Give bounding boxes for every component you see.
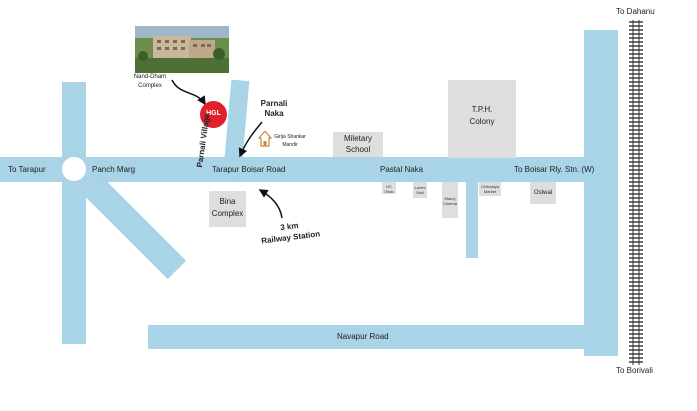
panch-marg-roundabout	[62, 157, 86, 181]
bina-complex-label: Bina Complex	[211, 197, 244, 218]
small-block-chitralaya	[479, 182, 501, 196]
pastal-naka-label: Pastal Naka	[380, 165, 424, 174]
military-school-label: Miletary School	[343, 134, 372, 154]
navapur-road-label: Navapur Road	[337, 332, 389, 341]
bina-complex-block	[209, 191, 246, 227]
ostwal-label: Ostwal	[533, 190, 553, 196]
location-marker-icon[interactable]	[200, 101, 227, 128]
parnali-naka-label: Parnali Naka	[260, 99, 288, 118]
panch-marg-label: Panch Marg	[92, 165, 136, 174]
railway-track	[629, 20, 643, 365]
parnali-naka-arrow	[238, 121, 263, 158]
nand-dham-label: Nand-Dham Complex	[133, 74, 167, 89]
small-c-label: Manoj Cinema	[443, 196, 457, 206]
panch-marg-vertical-road	[62, 82, 86, 344]
small-block-c	[442, 182, 458, 218]
building-photo	[135, 26, 229, 73]
chitralaya-label: Chitralaya Market	[480, 184, 499, 194]
small-block-a	[382, 182, 396, 194]
tph-colony-label: T.P.H. Colony	[469, 105, 495, 126]
military-school-block	[333, 132, 383, 157]
nand-dham-arrow	[171, 79, 206, 106]
boisar-vertical-road	[584, 30, 618, 356]
navapur-road	[148, 325, 618, 349]
ostwal-block	[530, 182, 556, 204]
to-boisar-rly-label: To Boisar Rly. Stn. (W)	[514, 165, 595, 174]
to-dahanu-label: To Dahanu	[616, 7, 655, 16]
girija-mandir-label: Girija Shankar Mandir	[274, 134, 306, 148]
hgl-marker-label: HGL	[206, 110, 221, 117]
pastal-naka-side-road	[466, 170, 478, 258]
small-b-label: Laxmi Mall	[414, 185, 426, 195]
temple-icon	[258, 131, 272, 147]
to-borivali-label: To Borivali	[616, 366, 653, 375]
to-tarapur-label: To Tarapur	[8, 165, 46, 174]
tph-colony-block	[448, 80, 516, 158]
small-a-label: HC Vihar	[384, 184, 394, 194]
tarapur-boisar-road-label: Tarapur Boisar Road	[212, 165, 286, 174]
railway-station-arrow	[258, 189, 283, 219]
small-block-b	[413, 182, 427, 198]
